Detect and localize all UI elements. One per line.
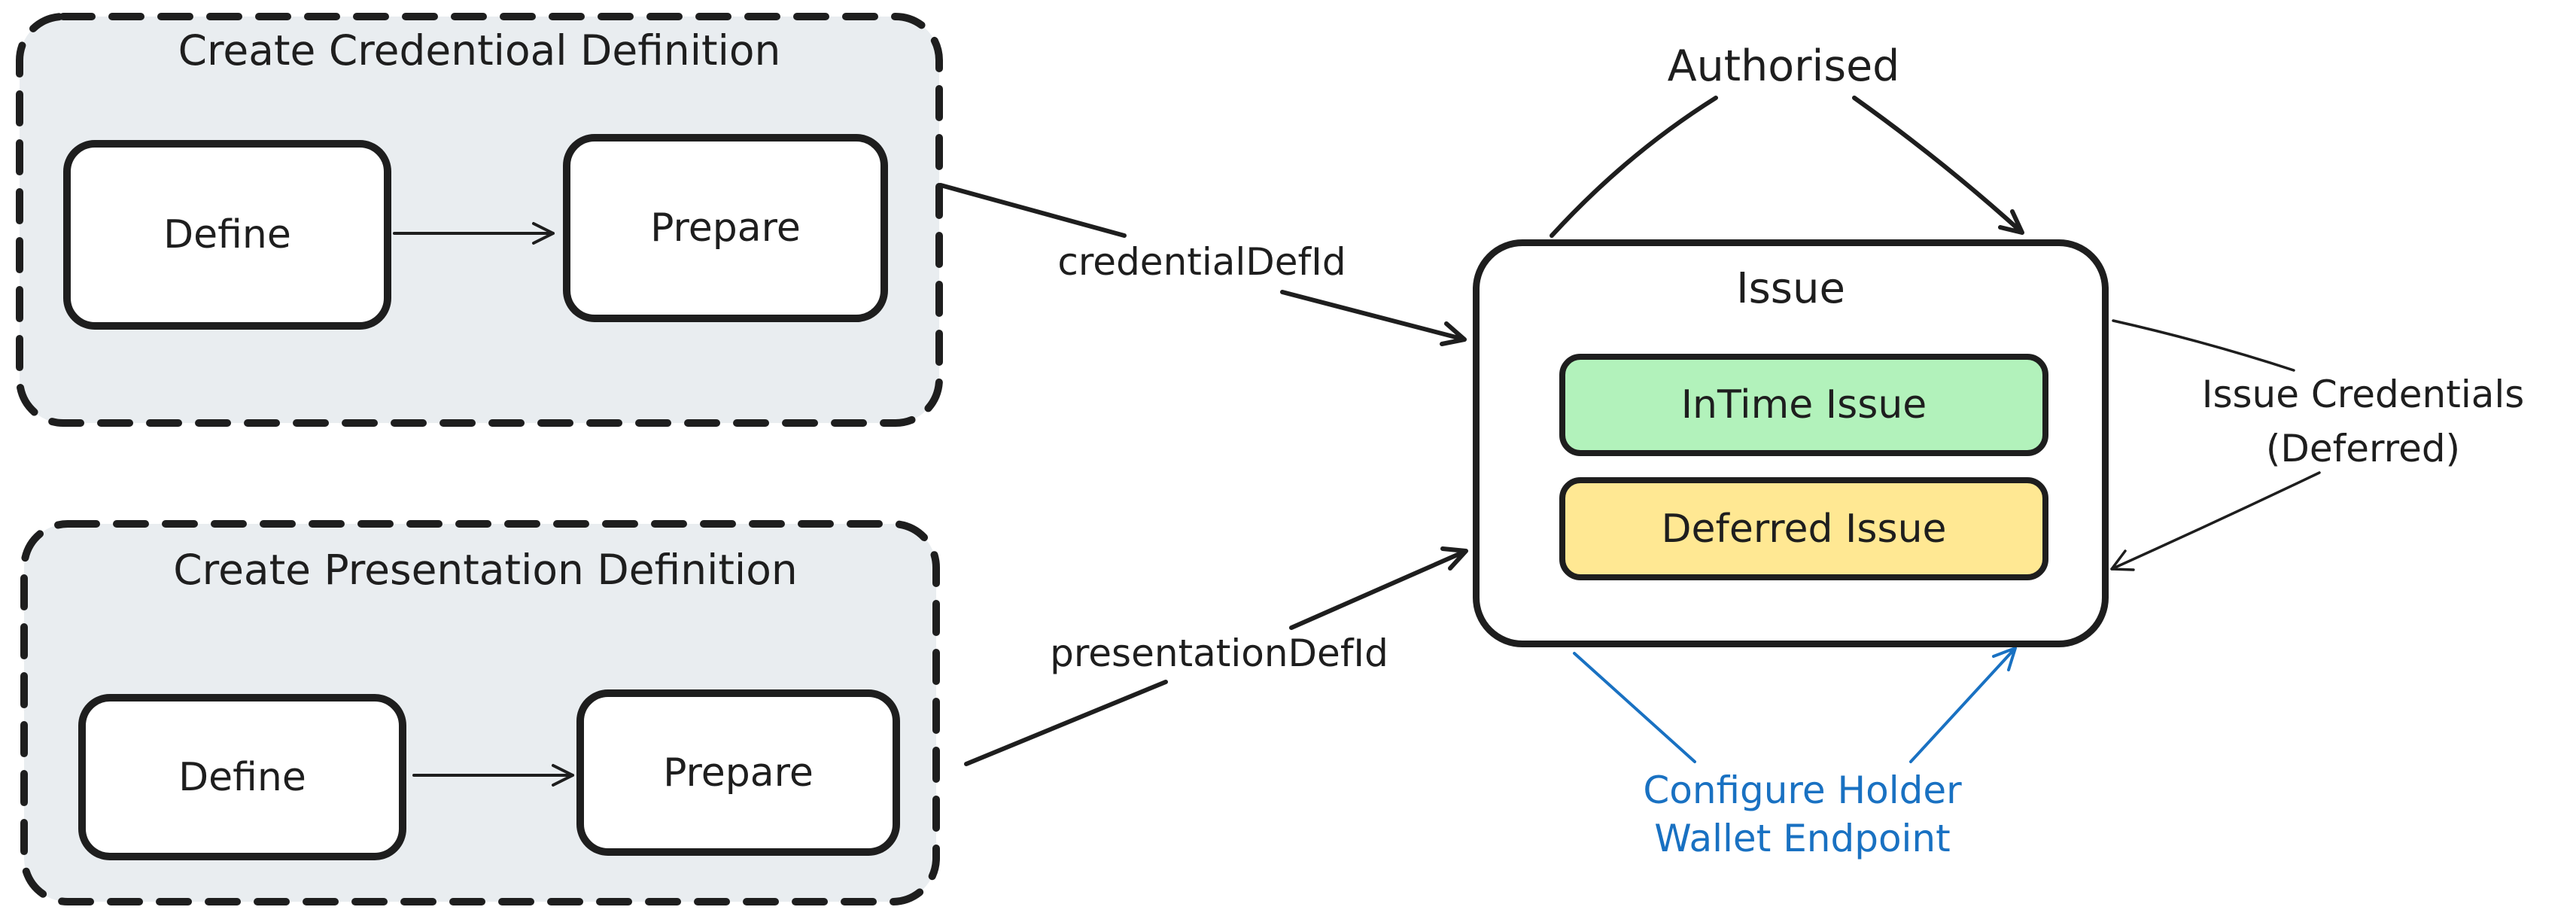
node-define-presentation-label: Define — [178, 754, 306, 800]
node-issue-title: Issue — [1736, 264, 1845, 313]
node-deferred-issue-label: Deferred Issue — [1661, 506, 1947, 552]
credential-cluster-title: Create Credentioal Definition — [178, 26, 781, 75]
label-configure-line2: Wallet Endpoint — [1654, 817, 1951, 860]
arrow-define-to-prepare-credential — [393, 222, 555, 245]
label-issue-credentials-deferred: Issue Credentials (Deferred) — [2202, 367, 2525, 476]
label-authorised: Authorised — [1667, 41, 1900, 91]
node-prepare-presentation: Prepare — [576, 689, 900, 856]
label-issue-credentials-line1: Issue Credentials — [2201, 373, 2525, 416]
label-configure-line1: Configure Holder — [1643, 768, 1962, 812]
arrow-presentationdefid — [964, 546, 1468, 766]
arrow-authorised-loop — [1550, 96, 2024, 238]
label-credentialdefid: credentialDefId — [1057, 240, 1346, 284]
arrow-credentialdefid — [938, 183, 1467, 346]
label-issue-credentials-line2: (Deferred) — [2265, 427, 2461, 470]
arrow-issue-credentials-loop — [2110, 319, 2321, 571]
label-presentationdefid: presentationDefId — [1050, 631, 1388, 675]
node-intime-issue: InTime Issue — [1559, 354, 2048, 456]
arrow-configure-wallet-right — [1909, 647, 2017, 763]
label-configure-holder-wallet-endpoint: Configure Holder Wallet Endpoint — [1643, 766, 1961, 863]
node-prepare-credential-label: Prepare — [650, 205, 801, 251]
arrow-define-to-prepare-presentation — [412, 764, 574, 787]
node-prepare-credential: Prepare — [563, 134, 888, 322]
node-intime-issue-label: InTime Issue — [1680, 382, 1927, 428]
arrow-configure-wallet-left — [1573, 652, 1696, 763]
node-deferred-issue: Deferred Issue — [1559, 477, 2048, 580]
node-define-presentation: Define — [78, 694, 406, 860]
presentation-cluster-title: Create Presentation Definition — [173, 546, 798, 594]
node-prepare-presentation-label: Prepare — [663, 750, 814, 796]
node-define-credential: Define — [63, 140, 391, 330]
node-define-credential-label: Define — [163, 212, 291, 257]
